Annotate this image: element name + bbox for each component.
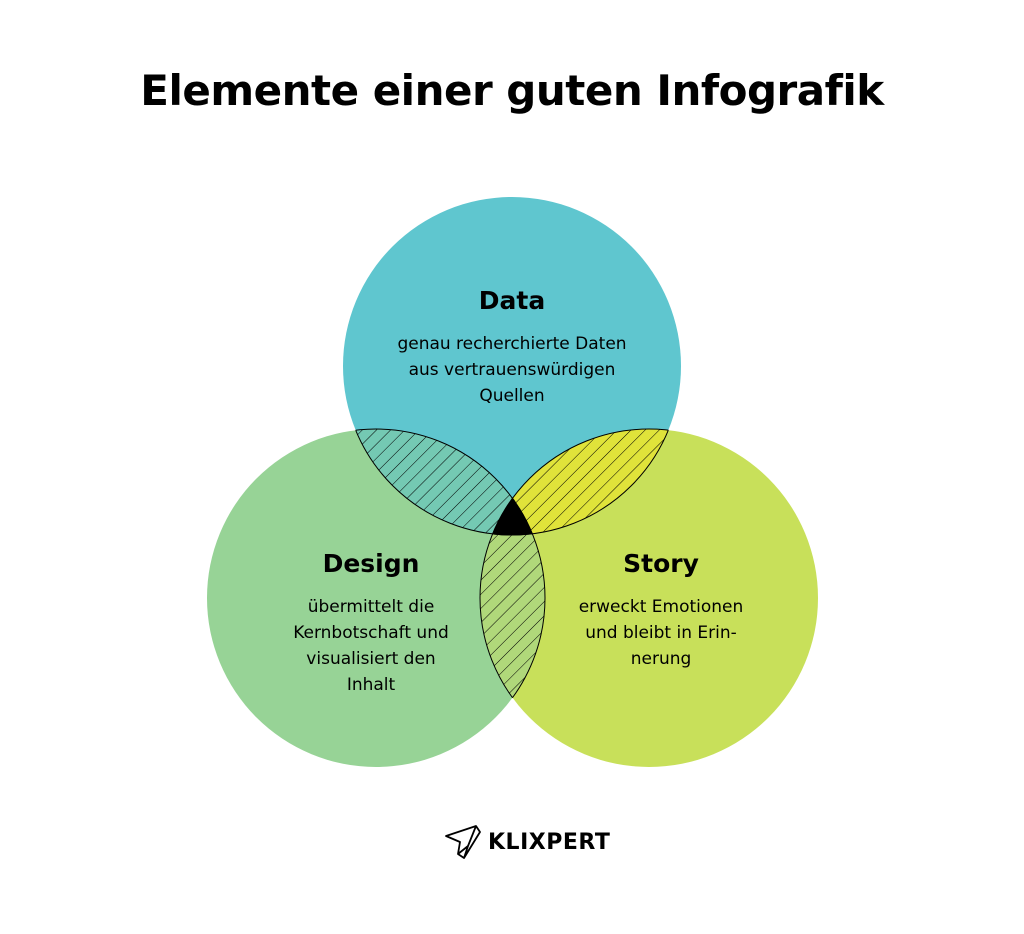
story-description: erweckt Emotionen und bleibt in Erin- ne… <box>536 594 786 672</box>
desc-line: Quellen <box>479 386 545 406</box>
data-description: genau recherchierte Daten aus vertrauens… <box>362 331 662 409</box>
data-story-overlap <box>480 429 681 535</box>
desc-line: Kernbotschaft und <box>293 623 449 643</box>
desc-line: Inhalt <box>346 675 396 695</box>
desc-line: aus vertrauenswürdigen <box>408 360 616 380</box>
desc-line: nerung <box>630 649 692 669</box>
desc-line: übermittelt die <box>307 597 435 617</box>
desc-line: und bleibt in Erin- <box>585 623 737 643</box>
desc-line: erweckt Emotionen <box>578 597 744 617</box>
page-title: Elemente einer guten Infografik <box>140 66 884 115</box>
desc-line: genau recherchierte Daten <box>397 334 627 354</box>
design-label: Design <box>322 549 420 578</box>
klixpert-logo: KLIXPERT <box>444 824 610 860</box>
data-label: Data <box>478 286 546 315</box>
logo-text: KLIXPERT <box>488 829 611 855</box>
paper-plane-icon <box>445 825 481 859</box>
design-description: übermittelt die Kernbotschaft und visual… <box>246 594 496 698</box>
desc-line: visualisiert den <box>306 649 436 669</box>
data-design-overlap <box>343 429 545 535</box>
story-label: Story <box>623 549 699 578</box>
